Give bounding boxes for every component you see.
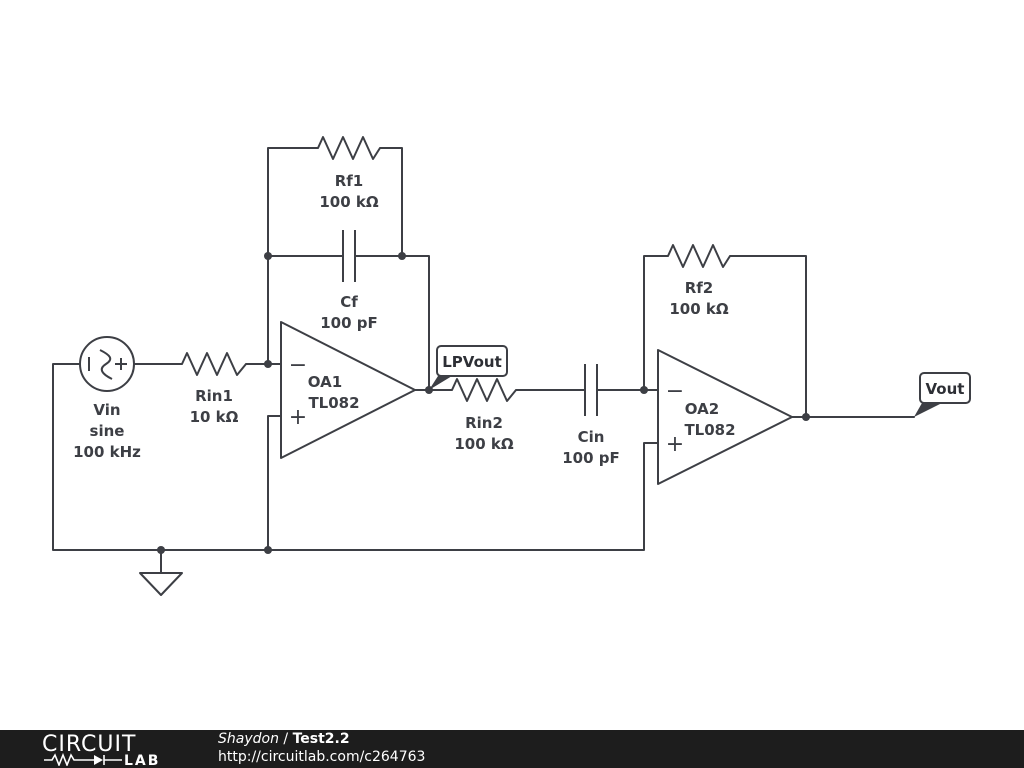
wire-cf-right-output xyxy=(354,255,430,391)
rf1-label-value: 100 kΩ xyxy=(319,193,379,211)
rf2-label-name: Rf2 xyxy=(685,279,714,297)
net-label-lpvout[interactable]: LPVout xyxy=(429,345,508,390)
junction-dot xyxy=(264,360,272,368)
logo-text-top: CIRCUIT xyxy=(42,732,136,757)
opamp-oa1[interactable]: − + xyxy=(280,321,416,459)
circuitlab-logo[interactable]: CIRCUIT LAB xyxy=(42,732,182,766)
cin-label-name: Cin xyxy=(578,428,605,446)
logo-diode-icon xyxy=(94,755,103,765)
logo-resistor-icon xyxy=(44,752,94,766)
opamp-oa2[interactable]: − + xyxy=(657,349,793,485)
wire-vin-left-ground xyxy=(52,363,659,551)
resistor-rf2[interactable] xyxy=(667,244,731,268)
net-label-vout[interactable]: Vout xyxy=(914,372,971,417)
junction-dot xyxy=(802,413,810,421)
capacitor-cf[interactable] xyxy=(342,230,356,282)
junction-dot xyxy=(264,546,272,554)
component-labels: Vin sine 100 kHz Rin1 10 kΩ Rf1 100 kΩ C… xyxy=(73,172,735,467)
source-vin[interactable] xyxy=(79,336,135,392)
junction-dot xyxy=(640,386,648,394)
rin2-label-value: 100 kΩ xyxy=(454,435,514,453)
wire-rf1-right xyxy=(379,147,403,257)
cf-label-name: Cf xyxy=(340,293,358,311)
wire-feedback-rf1 xyxy=(267,147,319,365)
cf-label-value: 100 pF xyxy=(320,314,378,332)
circuit-url-link[interactable]: http://circuitlab.com/c264763 xyxy=(218,749,426,765)
rin1-label-value: 10 kΩ xyxy=(190,408,239,426)
resistor-rin1[interactable] xyxy=(181,352,247,376)
rf1-label-name: Rf1 xyxy=(335,172,364,190)
oa2-plus-sign: + xyxy=(666,432,684,457)
circuit-schematic: − + − + LPVout Vout Vin sine 100 kHz Rin… xyxy=(52,136,971,596)
vin-label-frequency: 100 kHz xyxy=(73,443,141,461)
footer-bar: CIRCUIT LAB Shaydon / Test2.2 http://cir… xyxy=(0,730,1024,768)
wires xyxy=(52,147,915,574)
junction-dot xyxy=(264,252,272,260)
oa1-label-name: OA1 xyxy=(308,373,342,391)
oa1-plus-sign: + xyxy=(289,405,307,430)
byline-separator: / xyxy=(278,731,293,747)
oa1-minus-sign: − xyxy=(289,353,307,378)
vout-text: Vout xyxy=(926,380,965,398)
rin1-label-name: Rin1 xyxy=(195,387,233,405)
oa1-label-part: TL082 xyxy=(308,394,359,412)
vin-label-waveform: sine xyxy=(90,422,125,440)
junction-dot xyxy=(157,546,165,554)
oa2-label-name: OA2 xyxy=(685,400,719,418)
rin2-label-name: Rin2 xyxy=(465,414,503,432)
oa2-minus-sign: − xyxy=(666,379,684,404)
capacitor-cin[interactable] xyxy=(584,364,598,416)
ground-symbol[interactable] xyxy=(139,572,183,596)
oa2-label-part: TL082 xyxy=(684,421,735,439)
logo-text-bottom: LAB xyxy=(124,753,160,766)
resistor-rf1[interactable] xyxy=(317,136,381,160)
circuit-byline: Shaydon / Test2.2 xyxy=(218,731,350,748)
wire-oa1-plus-ground xyxy=(267,415,282,551)
circuit-title[interactable]: Test2.2 xyxy=(292,731,350,747)
wire-rf2-right xyxy=(729,255,807,418)
lpvout-text: LPVout xyxy=(442,353,502,371)
wire-feedback-rf2 xyxy=(643,255,669,391)
author-link[interactable]: Shaydon xyxy=(218,731,279,747)
cin-label-value: 100 pF xyxy=(562,449,620,467)
resistor-rin2[interactable] xyxy=(451,378,517,402)
vin-label-name: Vin xyxy=(93,401,120,419)
junction-dot xyxy=(398,252,406,260)
rf2-label-value: 100 kΩ xyxy=(669,300,729,318)
